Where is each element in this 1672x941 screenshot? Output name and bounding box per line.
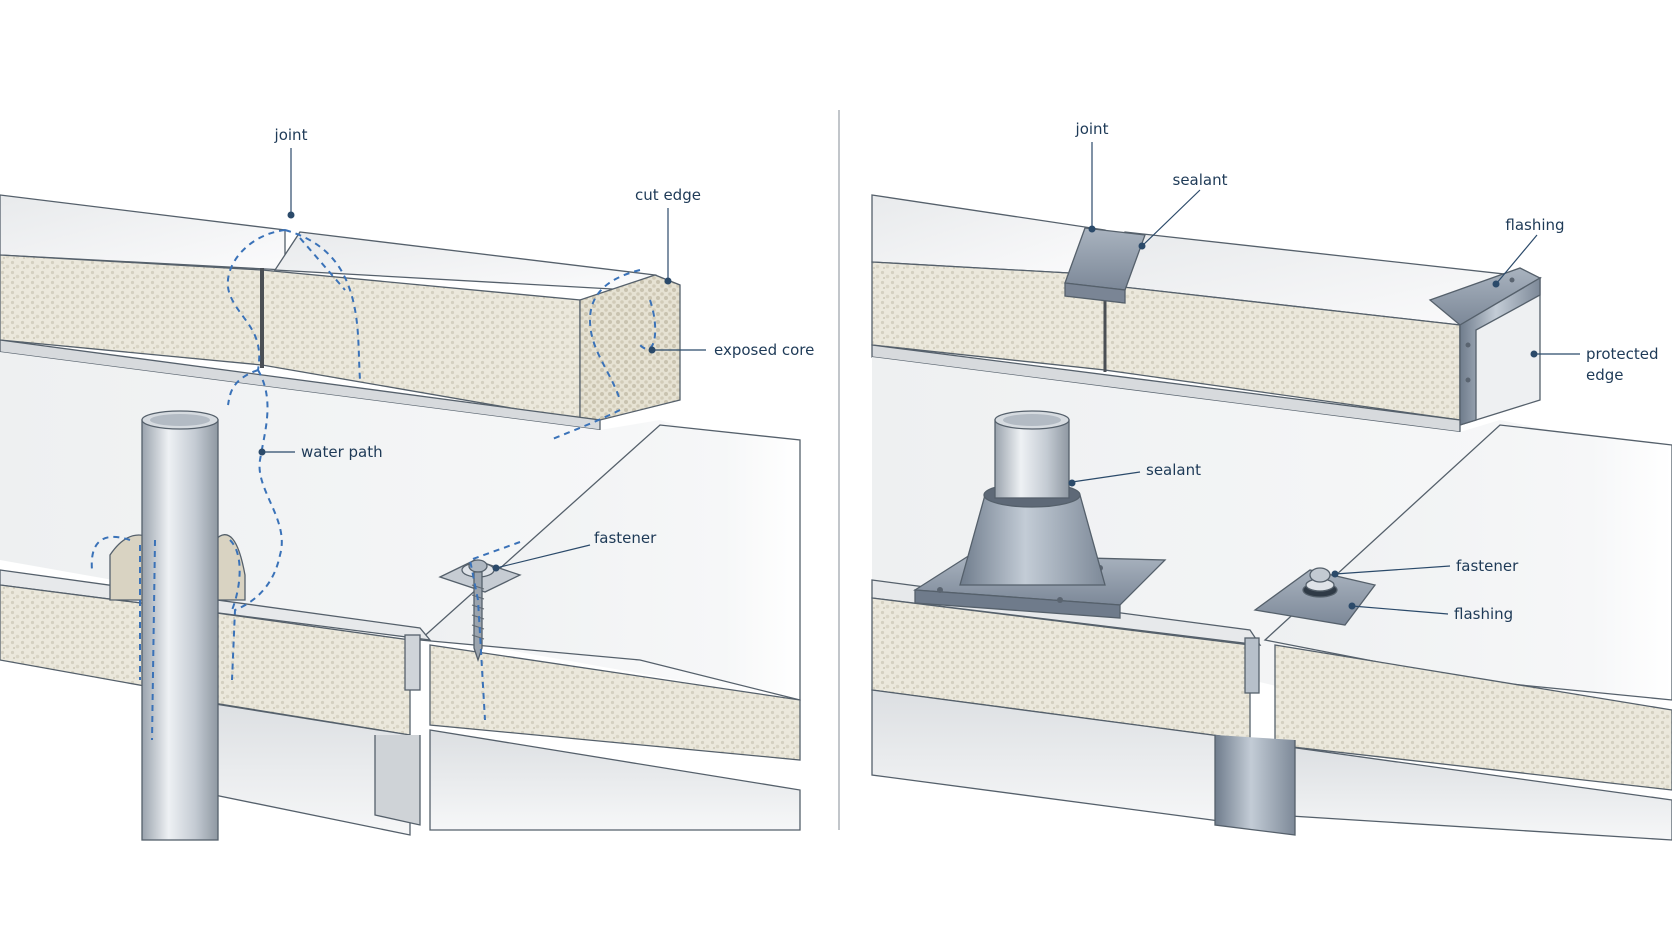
right-labels: joint sealant flashing protected edge se… (1068, 120, 1663, 623)
leader-dot-flashing-fastener (1348, 602, 1356, 610)
flashing-rivet (1465, 377, 1471, 383)
leader-dot-joint (1088, 225, 1096, 233)
leader-flashing-fastener (1351, 605, 1449, 615)
label-protected-edge: protected edge (1586, 345, 1663, 384)
label-joint: joint (1075, 120, 1109, 138)
leader-dot-fastener (1331, 570, 1339, 578)
leader-sealant-joint (1141, 189, 1201, 247)
water-path-joint-c (299, 237, 346, 291)
water-path-down (227, 369, 259, 406)
flashing-rivet (1509, 277, 1515, 283)
label-water-path: water path (301, 443, 383, 461)
left-labels: joint cut edge exposed core water path f… (258, 126, 814, 572)
right-panel-protected: joint sealant flashing protected edge se… (871, 120, 1672, 841)
label-sealant-joint: sealant (1173, 171, 1228, 189)
water-path-joint-a (226, 229, 286, 371)
label-fastener: fastener (1456, 557, 1519, 575)
leader-fastener (1334, 565, 1451, 575)
leader-dot-water-path (258, 448, 266, 456)
pipe-opening (1003, 414, 1061, 426)
label-cut-edge: cut edge (635, 186, 701, 204)
u-channel (1214, 735, 1296, 836)
leader-dot-fastener (492, 564, 500, 572)
water-path-long (231, 369, 283, 681)
leader-flashing-edge (1495, 234, 1538, 285)
fastener-flashing-plate (1253, 569, 1377, 626)
water-path-pipe-c (151, 539, 156, 741)
leader-dot-joint (287, 211, 295, 219)
water-path-joint-b (284, 229, 361, 381)
leader-dot-flashing-edge (1492, 280, 1500, 288)
leader-dot-protected-edge (1530, 350, 1538, 358)
label-protected-edge-line2: edge (1586, 366, 1624, 384)
pipe-penetration (109, 410, 246, 841)
water-path-arrows (90, 229, 657, 741)
fastener-head (1309, 567, 1331, 583)
pipe-flashing-base-edge (914, 589, 1121, 619)
leader-dot-cut-edge (664, 277, 672, 285)
water-path-pipe-a (90, 535, 131, 571)
joint-clip (1244, 637, 1260, 694)
pipe-opening (150, 414, 210, 426)
leader-fastener (495, 544, 591, 569)
front-panel-right-top (418, 424, 801, 701)
label-flashing-fastener: flashing (1454, 605, 1513, 623)
water-path-fastener (468, 541, 521, 721)
leader-sealant-pipe (1071, 471, 1141, 483)
water-path-surface (549, 409, 621, 441)
leader-dot-sealant-pipe (1068, 479, 1076, 487)
joint-clip (404, 634, 421, 691)
pipe-boot-cone (959, 494, 1106, 586)
pipe-boot-flashing (912, 410, 1167, 619)
base-screw (1057, 597, 1063, 603)
exposed-core-end (579, 274, 681, 421)
label-sealant-pipe: sealant (1146, 461, 1201, 479)
water-path-core (639, 299, 657, 350)
front-core-b (1274, 644, 1672, 791)
u-channel (374, 735, 421, 826)
pipe (994, 419, 1070, 499)
label-joint: joint (274, 126, 308, 144)
back-panel-a-top (871, 194, 1106, 276)
label-protected-edge-line1: protected (1586, 345, 1659, 363)
leader-dot-sealant-joint (1138, 242, 1146, 250)
support-channel-b (429, 729, 801, 831)
label-fastener: fastener (594, 529, 657, 547)
joint-sealant-cap-edge (1064, 282, 1126, 304)
fastener-unsealed (438, 559, 522, 663)
leader-dot-exposed-core (648, 346, 656, 354)
label-exposed-core: exposed core (714, 341, 814, 359)
flashing-rivet (1465, 342, 1471, 348)
front-core-c (429, 644, 801, 761)
base-screw (937, 587, 943, 593)
water-path-cut-edge (588, 269, 641, 401)
left-panel-unprotected: joint cut edge exposed core water path f… (0, 126, 814, 841)
label-flashing-edge: flashing (1505, 216, 1564, 234)
fastener-flashed (1253, 567, 1377, 626)
water-path-pipe-d (229, 539, 241, 611)
